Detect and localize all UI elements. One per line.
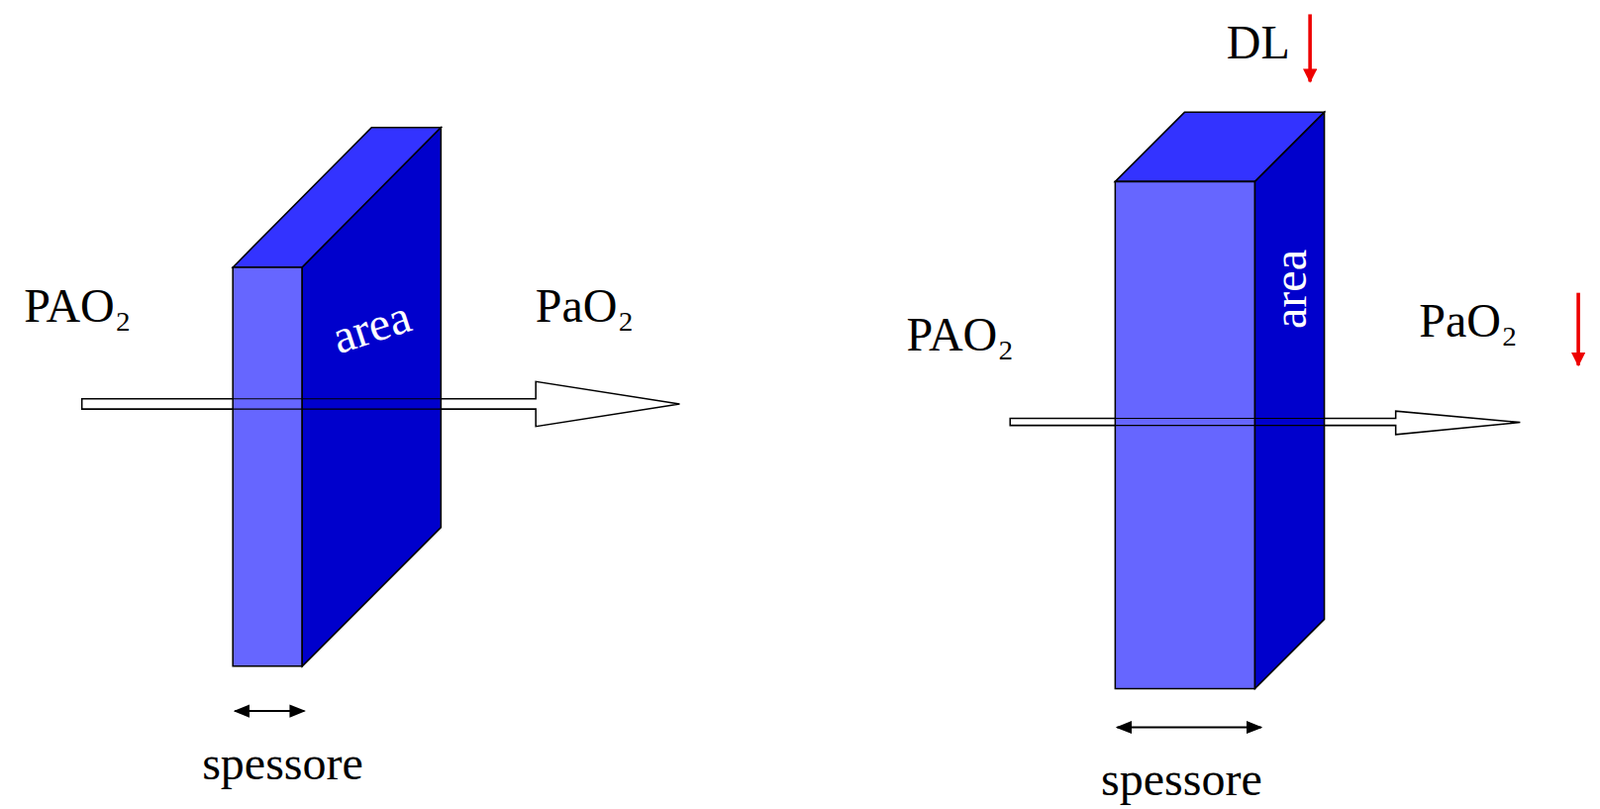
diffusion-label: DL [1226, 18, 1291, 67]
slab-side [301, 127, 441, 667]
area-label: area [326, 292, 417, 362]
membrane-slab: area [323, 289, 420, 365]
membrane-slab: area [1263, 246, 1317, 332]
arrow-shaft-line [1114, 424, 1324, 426]
arrow-shaft-line [232, 408, 441, 410]
slab-side [1254, 111, 1324, 689]
decrease-arrow [1307, 13, 1312, 82]
thickness-label: spessore [201, 739, 364, 788]
arrow-shaft-line [1114, 417, 1324, 419]
thickness-arrow [1116, 726, 1261, 729]
pressure-label: PAO₂ [906, 310, 1014, 359]
pressure-label: PaO₂ [535, 282, 634, 330]
pressure-label: PAO₂ [23, 282, 131, 330]
area-label: area [1266, 249, 1314, 329]
arrow-shaft-line [232, 398, 441, 400]
thickness-arrow [234, 709, 304, 712]
slab-front [1114, 181, 1255, 689]
thickness-label: spessore [1100, 755, 1263, 803]
pressure-label: PaO₂ [1418, 297, 1517, 345]
decrease-arrow [1576, 293, 1581, 366]
slab-front [232, 267, 302, 667]
